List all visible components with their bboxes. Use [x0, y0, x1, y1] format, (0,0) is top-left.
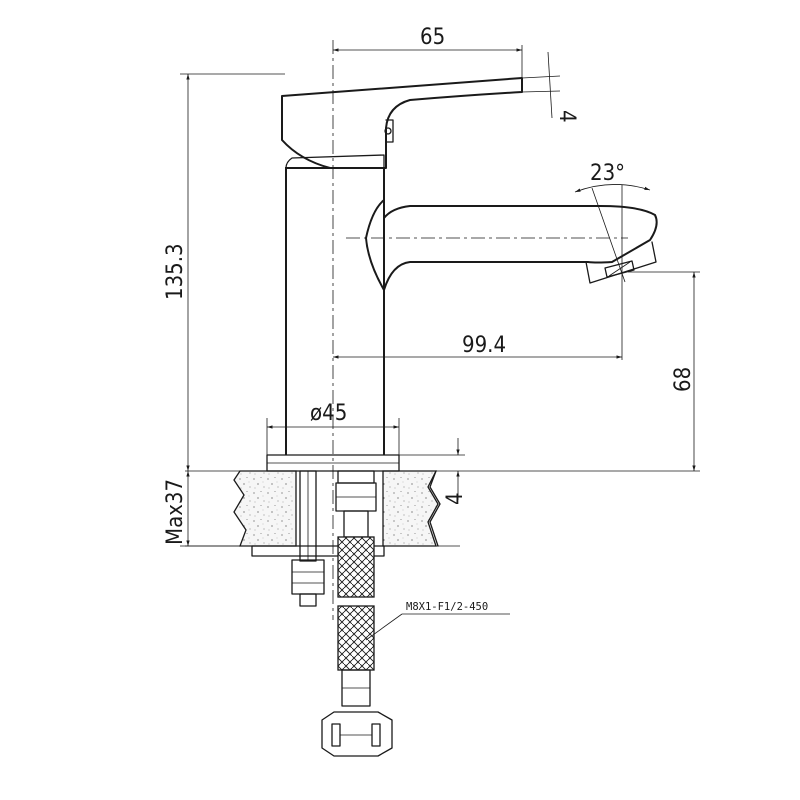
dimension-handle-tilt: [521, 51, 561, 119]
dim-spout-angle-label: 23°: [590, 161, 625, 186]
dimension-spout-angle: [574, 184, 651, 360]
dim-spout-reach-label: 99.4: [462, 333, 506, 358]
dim-max-countertop-label: Max37: [163, 479, 188, 545]
hose-spec-leader: [365, 613, 510, 641]
fixing-stud: [251, 470, 385, 607]
dim-total-height-label: 135.3: [163, 243, 188, 300]
dim-spout-height-label: 68: [671, 367, 696, 392]
dim-base-thickness-label: 4: [443, 492, 468, 505]
dim-handle-tilt-label: 4: [554, 110, 579, 123]
dimension-spout-height: [628, 271, 700, 471]
dim-base-diameter-label: ø45: [310, 401, 347, 426]
dimension-handle-reach: [333, 45, 523, 78]
faucet-handle: [281, 77, 523, 169]
dim-handle-reach-label: 65: [420, 25, 445, 50]
dimension-base-diameter: [266, 418, 400, 455]
countertop: [185, 470, 700, 547]
dimension-total-height: [180, 73, 285, 471]
dimension-max-countertop: [180, 471, 240, 547]
hose-spec-label: M8X1-F1/2-450: [406, 601, 488, 613]
center-lines: [332, 40, 628, 620]
dimension-base-thickness: [399, 438, 465, 500]
faucet-spout: [365, 199, 658, 300]
supply-hose: [321, 470, 393, 757]
